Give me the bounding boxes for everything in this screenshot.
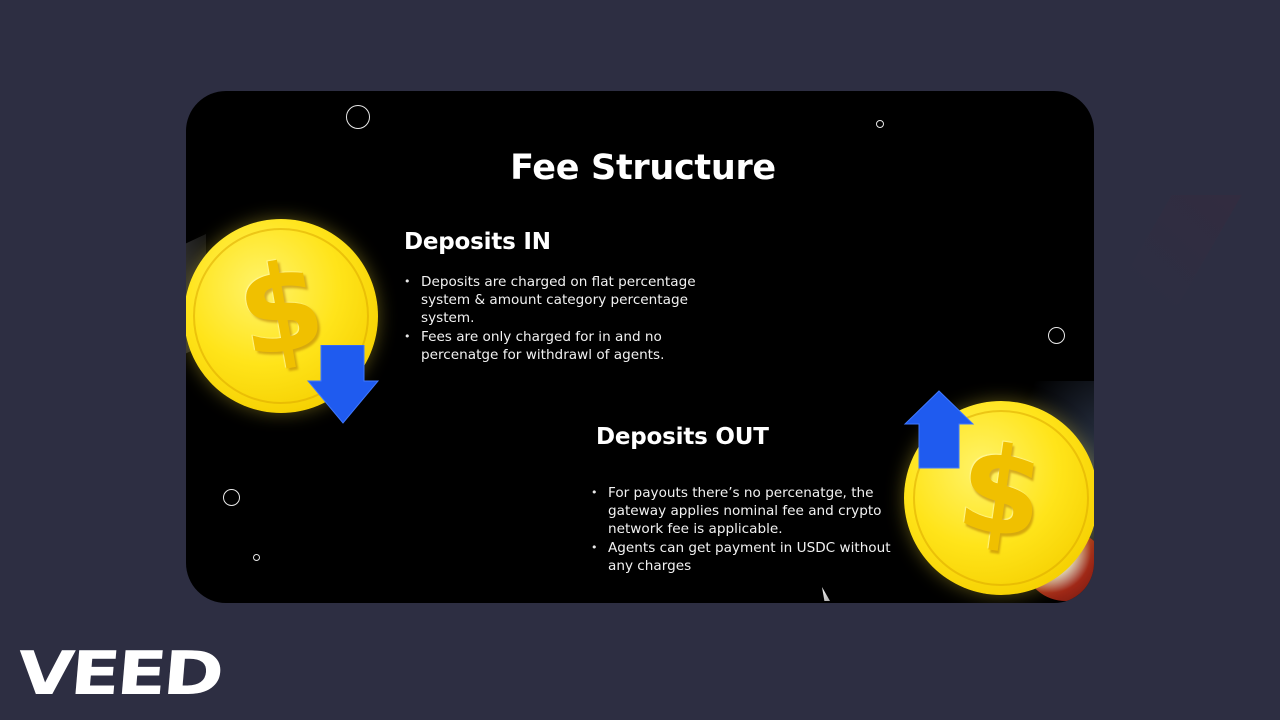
slide-title: Fee Structure xyxy=(510,148,776,189)
decorative-ring-icon xyxy=(346,105,370,129)
deposits-out-bullet-list: For payouts there’s no percenatge, the g… xyxy=(591,484,891,575)
decorative-ring-icon xyxy=(1048,327,1065,344)
veed-watermark-logo: VEED xyxy=(14,639,224,709)
section-heading-deposits-out: Deposits OUT xyxy=(596,424,769,450)
section-heading-deposits-in: Deposits IN xyxy=(404,229,551,255)
cursor-artifact xyxy=(822,587,830,601)
coin-rim xyxy=(193,228,369,404)
deposits-in-bullet-list: Deposits are charged on flat percentage … xyxy=(404,273,704,364)
decorative-ring-icon xyxy=(876,120,884,128)
coin-up-arrow-icon: $ xyxy=(904,401,1094,595)
bullet-item: Deposits are charged on flat percentage … xyxy=(404,273,704,328)
decorative-ring-icon xyxy=(223,489,240,506)
faint-background-mark xyxy=(1108,195,1242,305)
decorative-ring-icon xyxy=(253,554,260,561)
presentation-slide: Fee Structure $ Deposits IN Deposits are… xyxy=(186,91,1094,603)
down-arrow-icon xyxy=(306,345,380,424)
coin-rim xyxy=(913,410,1089,586)
bullet-item: Fees are only charged for in and no perc… xyxy=(404,328,704,364)
up-arrow-icon xyxy=(903,390,975,469)
bullet-item: For payouts there’s no percenatge, the g… xyxy=(591,484,891,539)
bullet-item: Agents can get payment in USDC without a… xyxy=(591,539,891,575)
